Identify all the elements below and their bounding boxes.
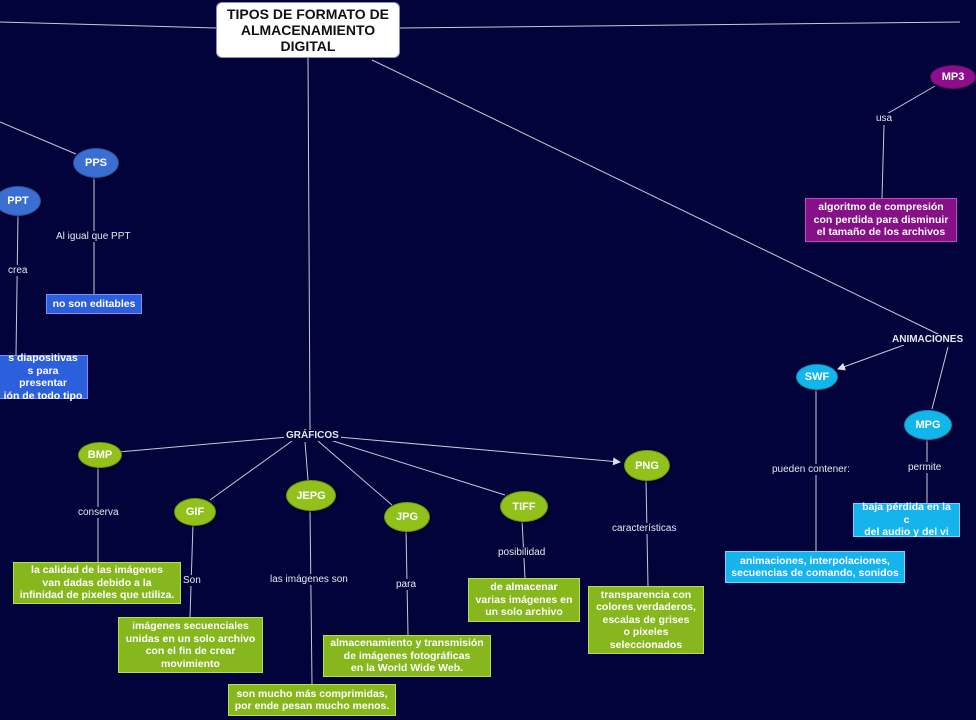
- link-crea-label: crea: [6, 265, 30, 276]
- diapositivas-box[interactable]: s diapositivas s para presentar ión de t…: [0, 352, 88, 402]
- link-caracteristicas-label: características: [610, 523, 679, 534]
- mp3-node[interactable]: MP3: [930, 65, 976, 89]
- tiff-node[interactable]: TIFF: [500, 491, 548, 522]
- link-al-igual-label: Al igual que PPT: [54, 231, 133, 242]
- mpg-desc-box[interactable]: baja pérdida en la c del audio y del vi: [853, 501, 960, 538]
- swf-node[interactable]: SWF: [796, 364, 838, 390]
- link-son-label: Son: [181, 575, 203, 586]
- jepg-node[interactable]: JEPG: [286, 480, 336, 511]
- jpg-desc-box[interactable]: almacenamiento y transmisión de imágenes…: [323, 635, 491, 677]
- png-desc-box[interactable]: transparencia con colores verdaderos, es…: [588, 586, 704, 654]
- link-conserva-label: conserva: [76, 507, 121, 518]
- algoritmo-box[interactable]: algoritmo de compresión con perdida para…: [805, 198, 957, 242]
- jepg-desc-box[interactable]: son mucho más comprimidas, por ende pesa…: [228, 684, 396, 716]
- link-usa-label: usa: [874, 113, 895, 124]
- png-node[interactable]: PNG: [624, 450, 670, 481]
- graficos-label[interactable]: GRÁFICOS: [284, 430, 341, 441]
- jpg-node[interactable]: JPG: [384, 502, 430, 532]
- animaciones-label[interactable]: ANIMACIONES: [890, 334, 966, 345]
- gif-node[interactable]: GIF: [174, 498, 216, 526]
- link-para-label: para: [394, 579, 419, 590]
- link-posibilidad-label: posibilidad: [496, 547, 548, 558]
- map-title[interactable]: TIPOS DE FORMATO DE ALMACENAMIENTO DIGIT…: [216, 2, 400, 58]
- tiff-desc-box[interactable]: de almacenar varias imágenes en un solo …: [468, 578, 580, 622]
- pps-node[interactable]: PPS: [73, 148, 119, 178]
- link-permite-label: permite: [906, 462, 944, 473]
- bmp-desc-box[interactable]: la calidad de las imágenes van dadas deb…: [13, 562, 181, 604]
- bmp-node[interactable]: BMP: [78, 442, 122, 468]
- link-las-imagenes-label: las imágenes son: [268, 574, 350, 585]
- gif-desc-box[interactable]: imágenes secuenciales unidas en un solo …: [118, 617, 263, 673]
- mpg-node[interactable]: MPG: [904, 410, 952, 440]
- link-pueden-contener-label: pueden contener:: [770, 464, 852, 475]
- no-editables-box[interactable]: no son editables: [46, 294, 142, 314]
- ppt-node[interactable]: PPT: [0, 186, 41, 216]
- swf-desc-box[interactable]: animaciones, interpolaciones, secuencias…: [725, 551, 905, 583]
